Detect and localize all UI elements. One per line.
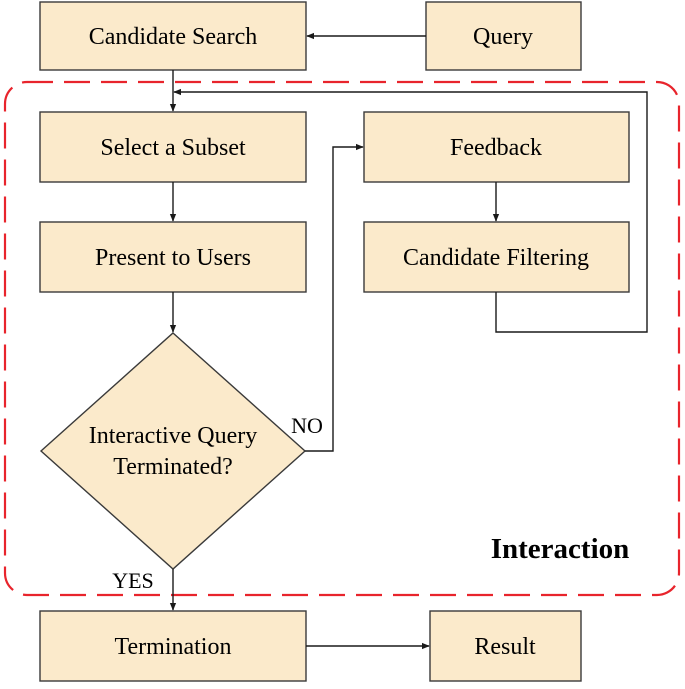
interaction-region [3, 80, 681, 597]
yes-edge-label: YES [112, 568, 154, 593]
result-box [429, 610, 582, 682]
candidate-search-label: Candidate Search [89, 24, 258, 50]
query-box [425, 1, 582, 71]
feedback-box [363, 111, 630, 183]
select-subset-label: Select a Subset [100, 135, 246, 161]
decision-label-line1: Interactive Query [89, 423, 258, 449]
candidate-filtering-label: Candidate Filtering [403, 245, 589, 271]
no-edge-label: NO [291, 413, 323, 438]
decision-label-line2: Terminated? [113, 454, 233, 480]
termination-label: Termination [115, 634, 232, 660]
present-to-users-label: Present to Users [95, 245, 251, 271]
present-to-users-box [39, 221, 307, 293]
interaction-region-title: Interaction [491, 533, 630, 565]
query-label: Query [473, 24, 533, 50]
filtering-loop-back-arrow [173, 88, 648, 333]
decision-no-to-feedback-arrow [305, 143, 364, 452]
result-label: Result [474, 634, 536, 660]
feedback-label: Feedback [450, 135, 542, 161]
candidate-filtering-box [363, 221, 630, 293]
termination-decision-diamond [39, 332, 307, 570]
